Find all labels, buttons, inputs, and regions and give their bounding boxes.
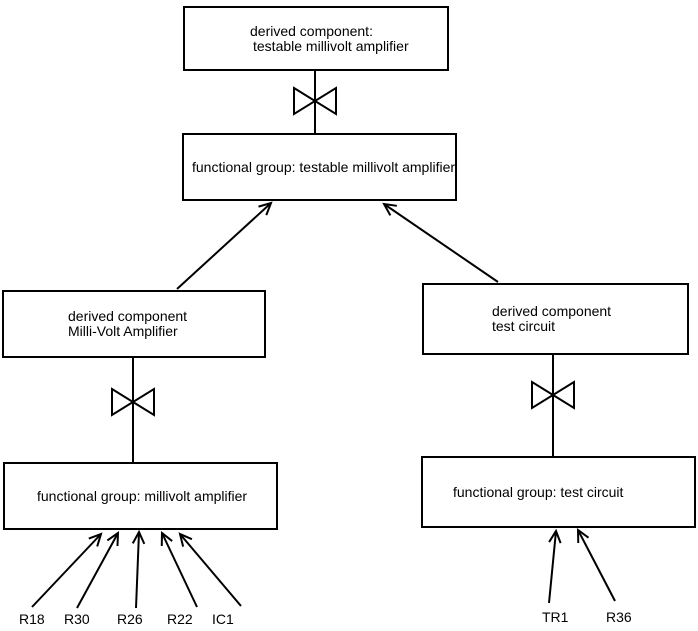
bowtie-icon — [531, 380, 575, 410]
component-label-r30: R30 — [64, 611, 90, 627]
box-functional-test-circuit: functional group: test circuit — [421, 456, 696, 528]
component-label-r22: R22 — [167, 611, 193, 627]
box-text-line: functional group: test circuit — [453, 483, 624, 500]
box-functional-testable-millivolt-amplifier: functional group: testable millivolt amp… — [182, 133, 457, 201]
arrow-line — [76, 532, 119, 609]
arrow-line — [383, 203, 499, 283]
arrow-line — [548, 530, 557, 604]
box-text-line: test circuit — [492, 318, 556, 334]
arrow-line — [135, 531, 140, 609]
arrowhead-icon — [258, 201, 273, 216]
arrowhead-icon — [160, 530, 173, 547]
box-functional-millivolt-amplifier: functional group: millivolt amplifier — [3, 462, 278, 530]
arrowhead-icon — [106, 531, 120, 547]
component-label-tr1: TR1 — [542, 609, 569, 625]
arrow-line — [176, 202, 272, 290]
box-text-line: derived component — [492, 303, 612, 319]
arrow-line — [577, 529, 616, 602]
component-label-r26: R26 — [117, 611, 143, 627]
arrowhead-icon — [576, 528, 590, 544]
arrow-line — [179, 533, 242, 607]
arrowhead-icon — [88, 532, 103, 547]
arrowhead-icon — [382, 202, 398, 216]
arrow-line — [161, 532, 198, 608]
arrow-line — [31, 533, 102, 608]
arrowhead-icon — [131, 529, 146, 545]
box-text-line: functional group: testable millivolt amp… — [192, 158, 456, 175]
box-derived-test-circuit: derived component test circuit — [422, 283, 689, 355]
arrowhead-icon — [548, 528, 562, 544]
bowtie-icon — [111, 387, 155, 417]
box-text-line: derived component: — [250, 22, 373, 39]
component-label-r36: R36 — [606, 609, 632, 625]
box-text-line: testable millivolt amplifier — [253, 37, 409, 54]
box-text-line: derived component — [68, 308, 188, 324]
box-text-line: Milli-Volt Amplifier — [68, 323, 178, 339]
component-label-r18: R18 — [19, 611, 45, 627]
bowtie-icon — [293, 86, 337, 116]
box-derived-millivolt-amplifier: derived component Milli-Volt Amplifier — [2, 290, 266, 358]
component-label-ic1: IC1 — [212, 611, 234, 627]
box-derived-testable-millivolt-amplifier: derived component: testable millivolt am… — [183, 6, 449, 71]
box-text-line: functional group: millivolt amplifier — [37, 487, 248, 504]
arrowhead-icon — [178, 532, 193, 547]
